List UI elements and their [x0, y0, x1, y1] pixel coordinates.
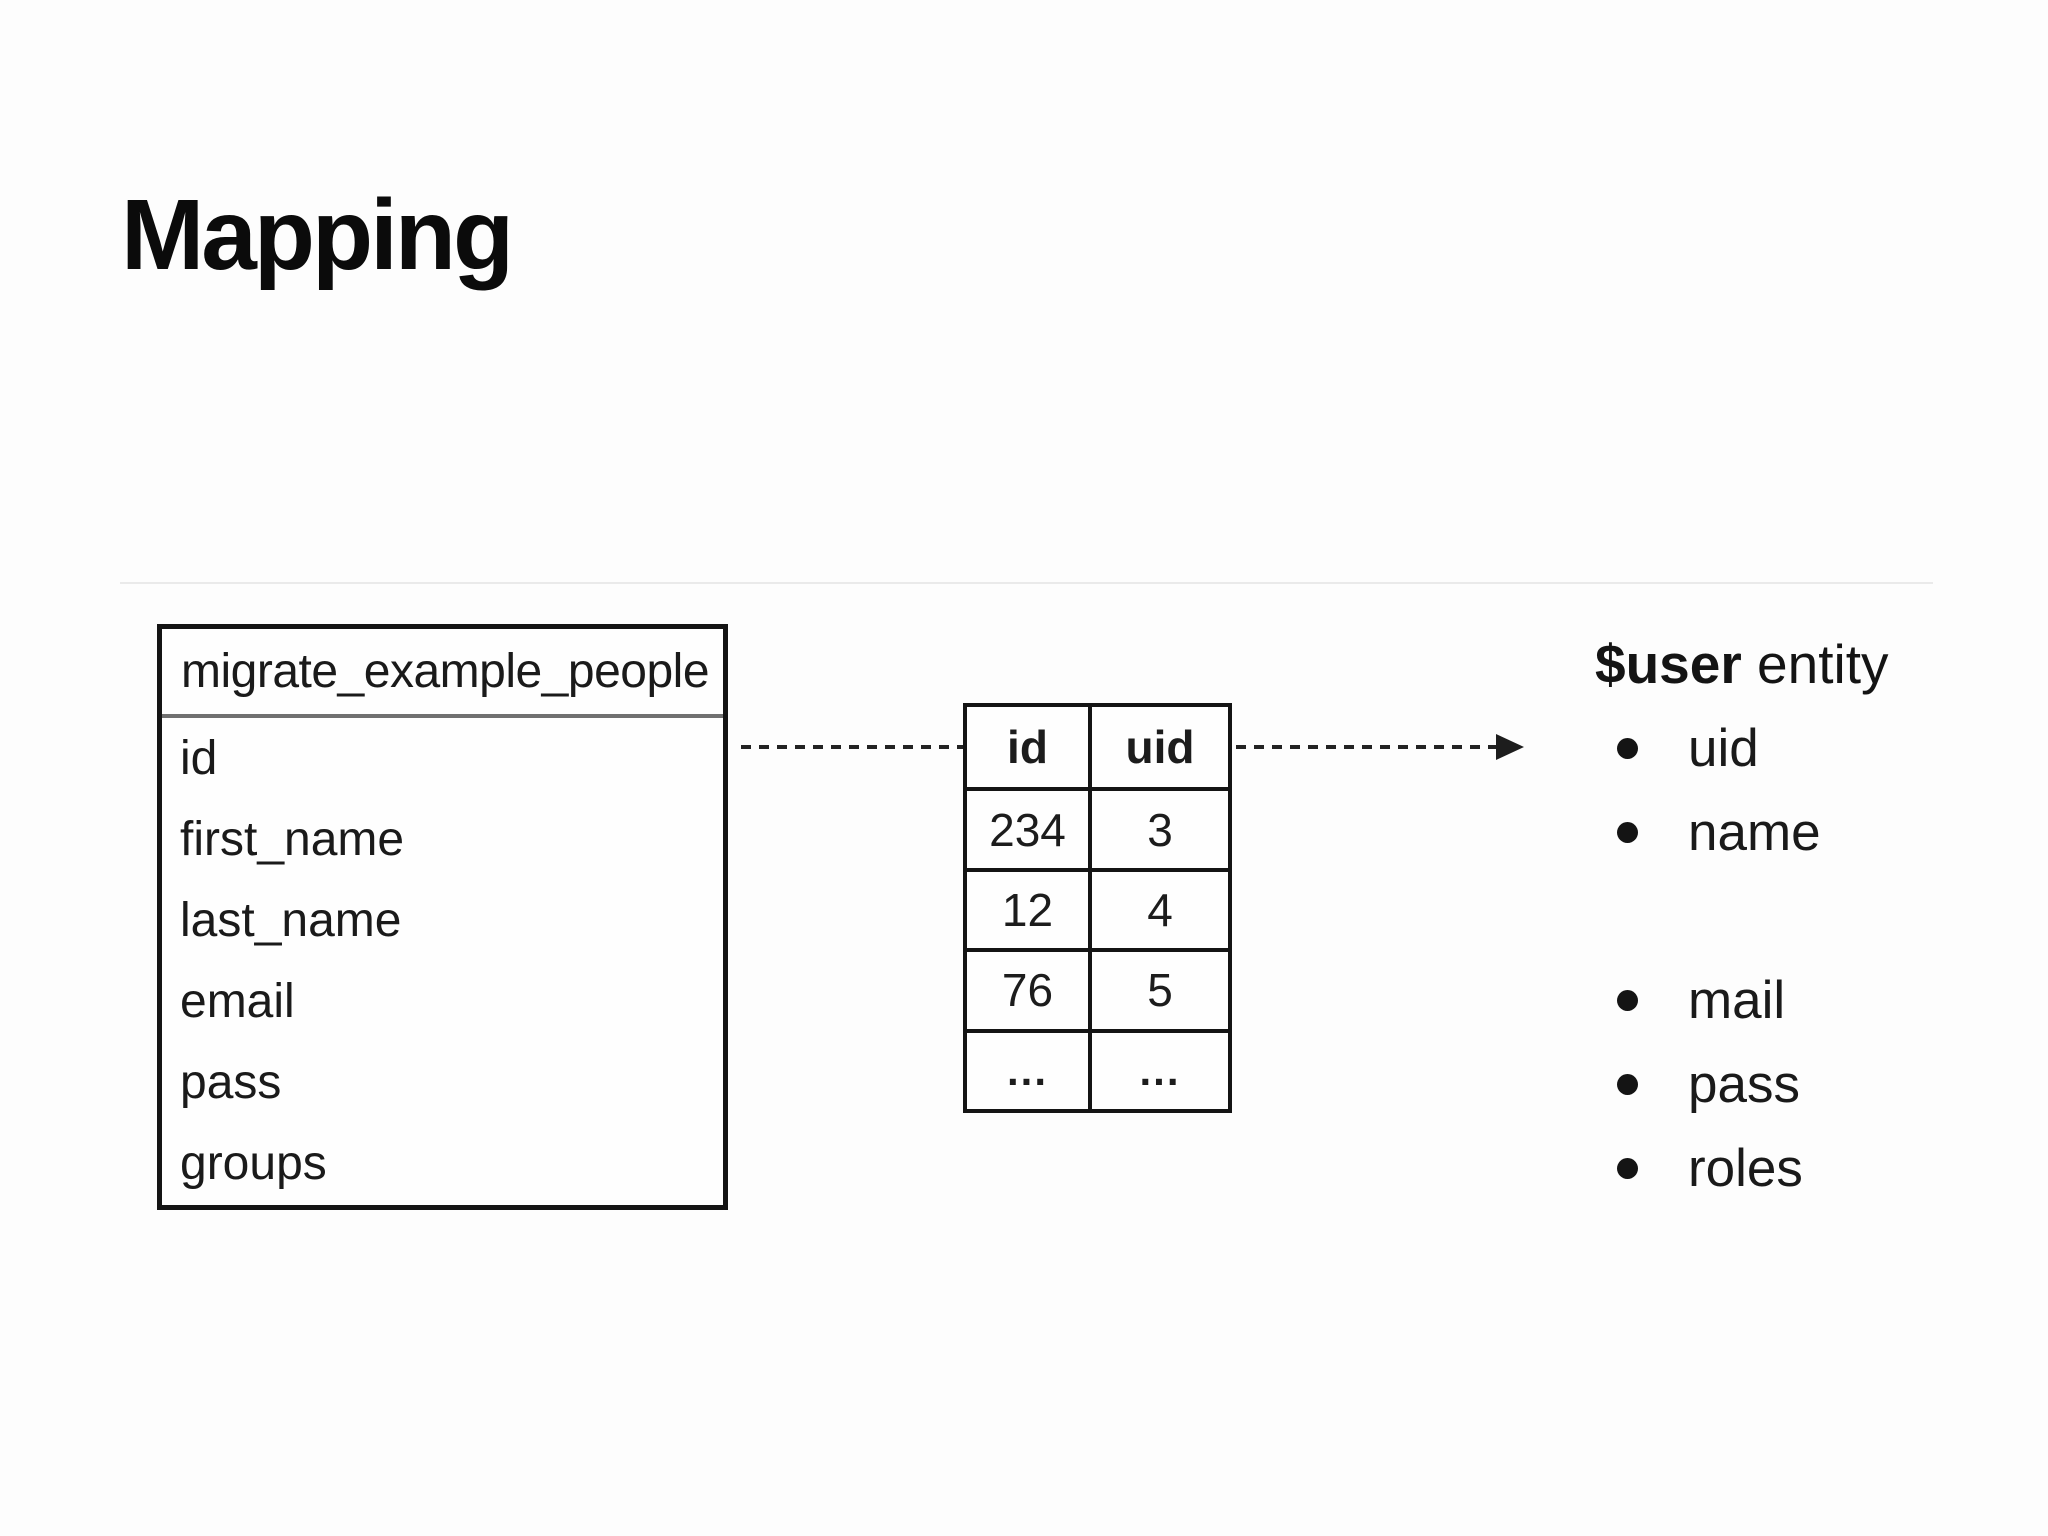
- source-field-email: email: [180, 975, 295, 1028]
- column-header-id: id: [967, 707, 1092, 788]
- source-table-title: migrate_example_people: [162, 629, 723, 718]
- table-cell-row3-id: 76: [967, 948, 1092, 1029]
- entity-list-gap: [1595, 874, 1821, 958]
- source-field-id: id: [180, 732, 218, 785]
- entity-item-label: name: [1688, 802, 1821, 862]
- source-table-fields: id first_name last_name email pass group…: [162, 718, 723, 1204]
- entity-item-roles: roles: [1595, 1126, 1821, 1210]
- entity-item-name: name: [1595, 790, 1821, 874]
- bullet-icon: [1617, 1157, 1638, 1179]
- entity-name-suffix: entity: [1741, 633, 1889, 695]
- entity-item-pass: pass: [1595, 1042, 1821, 1126]
- source-field-groups: groups: [180, 1137, 327, 1190]
- table-cell-row4-uid-ellipsis: ...: [1092, 1028, 1228, 1109]
- entity-item-uid: uid: [1595, 706, 1821, 790]
- arrowhead-icon: [1496, 734, 1524, 760]
- mapping-arrow-right: [1236, 745, 1496, 749]
- source-field-pass: pass: [180, 1056, 282, 1109]
- entity-item-label: pass: [1688, 1054, 1800, 1114]
- table-cell-row1-id: 234: [967, 787, 1092, 868]
- entity-property-list: uid name mail pass roles: [1595, 706, 1821, 1210]
- entity-item-label: roles: [1688, 1138, 1803, 1198]
- mapping-table: id uid 234 3 12 4 76 5 ... ...: [963, 703, 1232, 1113]
- entity-name: $user: [1595, 633, 1742, 695]
- source-table: migrate_example_people id first_name las…: [157, 624, 728, 1210]
- page-title: Mapping: [121, 179, 514, 291]
- column-header-uid: uid: [1125, 721, 1195, 774]
- source-field-last-name: last_name: [180, 894, 402, 947]
- bullet-icon: [1617, 989, 1638, 1011]
- mapping-arrow-left: [741, 745, 963, 749]
- bullet-icon: [1617, 1073, 1638, 1095]
- entity-item-label: mail: [1688, 970, 1786, 1030]
- entity-item-label: uid: [1688, 718, 1759, 778]
- table-cell-row4-id-ellipsis: ...: [967, 1028, 1092, 1109]
- source-field-first-name: first_name: [180, 813, 405, 866]
- table-cell-row2-id: 12: [967, 867, 1092, 949]
- table-cell-row1-uid: 3: [1092, 787, 1228, 867]
- table-cell-row2-uid: 4: [1092, 867, 1228, 948]
- bullet-icon: [1617, 821, 1638, 843]
- table-cell-row3-uid: 5: [1092, 948, 1228, 1028]
- diagram-top-edge-line: [120, 582, 1933, 584]
- bullet-icon: [1617, 737, 1638, 759]
- entity-item-mail: mail: [1595, 958, 1821, 1042]
- entity-title: $user entity: [1595, 633, 1889, 696]
